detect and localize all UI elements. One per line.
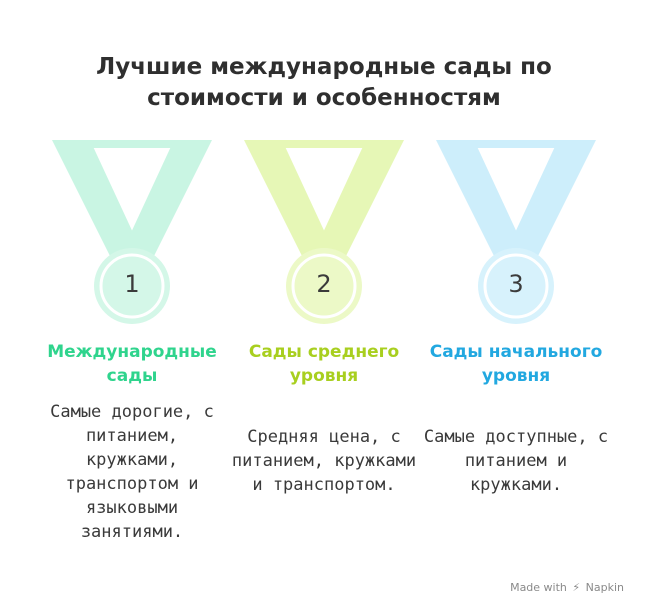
medal-1-description: Самые дорогие, с питанием, кружками, тра…	[50, 402, 214, 542]
medal-2-ribbon-icon	[244, 140, 404, 324]
medal-3-number: 3	[508, 270, 524, 298]
medal-3: 3	[426, 140, 606, 330]
medal-2: 2	[234, 140, 414, 330]
medal-3-ribbon-icon	[436, 140, 596, 324]
napkin-bolt-icon: ⚡	[572, 581, 581, 594]
medal-1-number: 1	[124, 270, 140, 298]
medal-3-description: Самые доступные, с питанием и кружками.	[423, 427, 609, 495]
footer-credit: Made with ⚡ Napkin	[510, 581, 624, 594]
medal-1-heading: Международные сады	[47, 342, 217, 386]
medal-1-ribbon-icon	[52, 140, 212, 324]
medal-3-heading: Сады начального уровня	[429, 342, 603, 386]
footer-made-with: Made with	[510, 581, 567, 594]
medal-2-description: Средняя цена, с питанием, кружками и тра…	[231, 427, 417, 495]
title-line-1: Лучшие международные сады по	[96, 54, 552, 80]
medal-1: 1	[42, 140, 222, 330]
footer-brand: Napkin	[585, 581, 624, 594]
medal-2-heading: Сады среднего уровня	[248, 342, 400, 386]
title-line-2: стоимости и особенностям	[147, 85, 501, 111]
page-title: Лучшие международные сады по стоимости и…	[0, 52, 648, 114]
medal-2-number: 2	[316, 270, 332, 298]
